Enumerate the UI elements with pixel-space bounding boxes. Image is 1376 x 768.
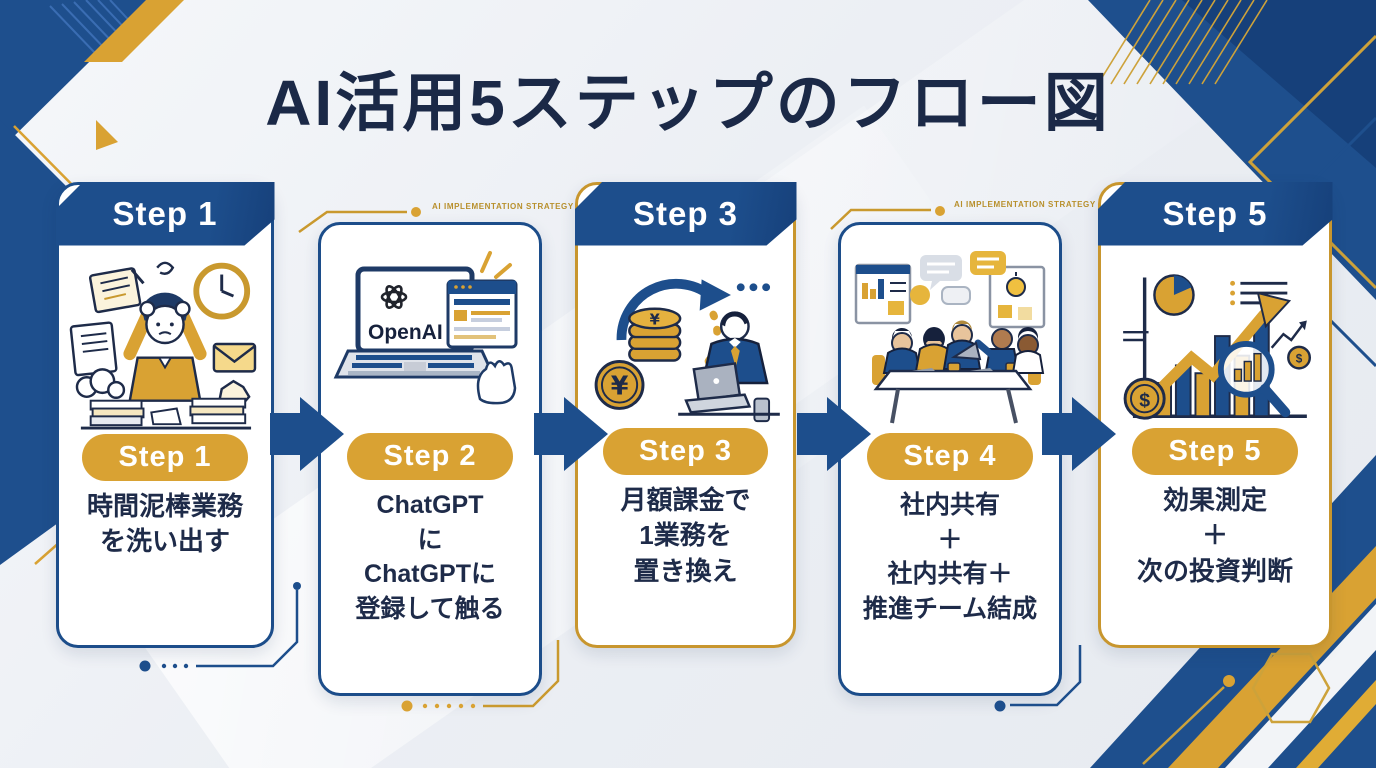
- sparkle-icon: [480, 251, 512, 279]
- browser-window-icon: [446, 279, 518, 349]
- yen-coin-icon: ¥: [594, 359, 644, 410]
- coin-stack-icon: ¥: [627, 307, 681, 362]
- whiteboard-icon: [854, 263, 912, 325]
- office-worker: [683, 310, 770, 422]
- thought-cloud-icon: [75, 367, 126, 399]
- step5-card: Step 5: [1098, 182, 1332, 648]
- step4-description: 社内共有 ＋ 社内共有＋ 推進チーム結成: [862, 491, 1038, 623]
- hand-mouse-icon: [476, 360, 517, 405]
- step4-pill-badge: Step 4: [867, 433, 1033, 480]
- laptop-icon: OpenAI: [333, 266, 497, 379]
- pie-chart-icon: [1153, 273, 1195, 316]
- step1-banner: Step 1: [56, 182, 275, 246]
- stressed-worker-illustration: [69, 261, 257, 430]
- step1-card: Step 1: [56, 182, 274, 648]
- speech-bubble-icon: [910, 251, 1006, 305]
- subscription-coins-worker-illustration: ¥ ¥: [594, 278, 780, 422]
- clock-icon: [193, 262, 251, 320]
- step2-description: ChatGPT に ChatGPTに 登録して触る: [355, 491, 505, 623]
- step3-pill-badge: Step 3: [602, 427, 769, 475]
- step1-description: 時間泥棒業務 を洗い出す: [86, 490, 243, 557]
- step3-banner: Step 3: [575, 182, 797, 246]
- step5-description: 効果測定 ＋ 次の投資判断: [1136, 484, 1293, 587]
- step1-pill-badge: Step 1: [82, 433, 248, 481]
- envelope-icon: [212, 342, 257, 373]
- stressed-person: [123, 261, 207, 402]
- step5-pill-badge: Step 5: [1132, 427, 1298, 475]
- idea-board-icon: [988, 265, 1046, 329]
- svg-text:¥: ¥: [649, 311, 660, 328]
- svg-text:OpenAI: OpenAI: [368, 321, 443, 344]
- step4-card: Step 4 社内共有 ＋ 社内共有＋ 推進チーム結成: [838, 222, 1062, 696]
- magnifier-icon: [1217, 340, 1291, 417]
- svg-text:$: $: [1139, 389, 1150, 411]
- step3-card: Step 3 ¥ ¥: [575, 182, 796, 648]
- seated-person: [872, 320, 1045, 385]
- step2-card: OpenAI: [318, 222, 542, 696]
- strategy-label: AI IMPLEMENTATION STRATEGY: [432, 202, 574, 211]
- dollar-coin-icon: $ $: [1123, 345, 1312, 420]
- team-meeting-illustration: [854, 251, 1046, 424]
- svg-text:$: $: [1296, 352, 1303, 365]
- strategy-label: AI IMPLEMENTATION STRATEGY: [954, 200, 1096, 209]
- svg-text:¥: ¥: [610, 370, 628, 400]
- openai-logo: [380, 285, 408, 309]
- growth-analysis-illustration: $ $: [1123, 273, 1312, 420]
- note-icon: [88, 266, 145, 313]
- page-title: AI活用5ステップのフロー図: [265, 67, 1111, 139]
- meeting-table: [873, 341, 1033, 424]
- cycle-arrow-icon: [616, 278, 770, 383]
- paper-stack-icon: [89, 397, 247, 426]
- step3-description: 月額課金で 1業務を 置き換え: [620, 484, 751, 587]
- document-icon: [69, 320, 118, 376]
- chatgpt-laptop-illustration: OpenAI: [333, 251, 518, 405]
- step2-pill-badge: Step 2: [347, 433, 513, 480]
- step5-banner: Step 5: [1098, 182, 1333, 246]
